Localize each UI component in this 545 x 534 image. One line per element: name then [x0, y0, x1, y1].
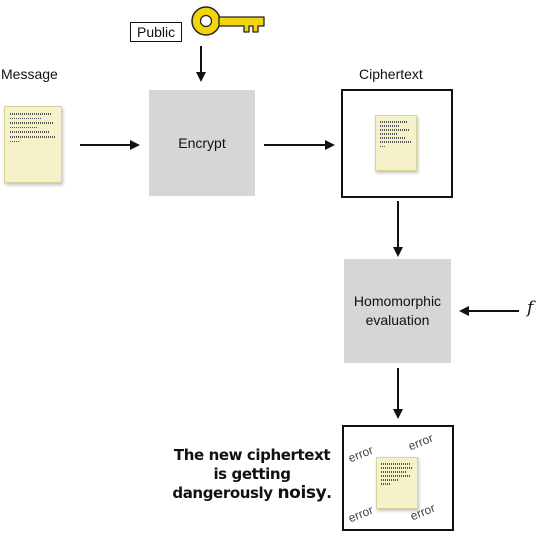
noisy-ciphertext-box: error error error error	[342, 425, 454, 531]
error-label-top-left: error	[346, 442, 376, 466]
evaluation-label-line1: Homomorphic	[353, 293, 442, 310]
error-label-top-right: error	[406, 430, 436, 454]
document-icon	[4, 106, 62, 183]
homomorphic-evaluation-box: Homomorphic evaluation	[344, 259, 451, 363]
noise-annotation-line3: dangerously noisy.	[168, 484, 336, 503]
noise-annotation-line1: The new ciphertext	[173, 446, 331, 464]
noise-annotation-suffix: .	[326, 484, 332, 502]
ciphertext-label: Ciphertext	[359, 66, 423, 82]
noise-annotation-emphasis: noisy	[277, 483, 327, 503]
error-label-bottom-left: error	[346, 502, 376, 526]
key-icon	[191, 6, 265, 36]
evaluation-label-line2: evaluation	[365, 312, 430, 328]
public-key-label: Public	[130, 22, 183, 42]
noise-annotation: The new ciphertext is getting dangerousl…	[168, 446, 336, 503]
document-icon	[375, 115, 417, 171]
function-symbol: f	[527, 298, 534, 318]
encrypt-box: Encrypt	[149, 90, 255, 196]
message-label: Message	[1, 66, 58, 82]
noise-annotation-line2: is getting	[213, 465, 291, 483]
ciphertext-box	[341, 89, 453, 198]
encrypt-label: Encrypt	[178, 134, 226, 151]
document-icon	[376, 457, 418, 509]
noise-annotation-prefix: dangerously	[172, 484, 278, 502]
